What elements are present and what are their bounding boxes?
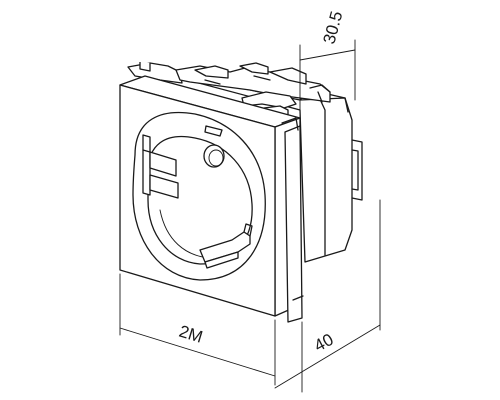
socket-recess bbox=[132, 111, 266, 281]
top-latch bbox=[204, 125, 223, 137]
earth-clip-left bbox=[142, 134, 179, 199]
dimension-label-depth-side: 40 bbox=[311, 330, 337, 356]
pin-hole bbox=[203, 144, 225, 168]
dimension-label-depth-top: 30.5 bbox=[320, 9, 347, 46]
earth-clip-bottom bbox=[199, 223, 253, 269]
dimension-label-width-front: 2M bbox=[177, 322, 205, 347]
